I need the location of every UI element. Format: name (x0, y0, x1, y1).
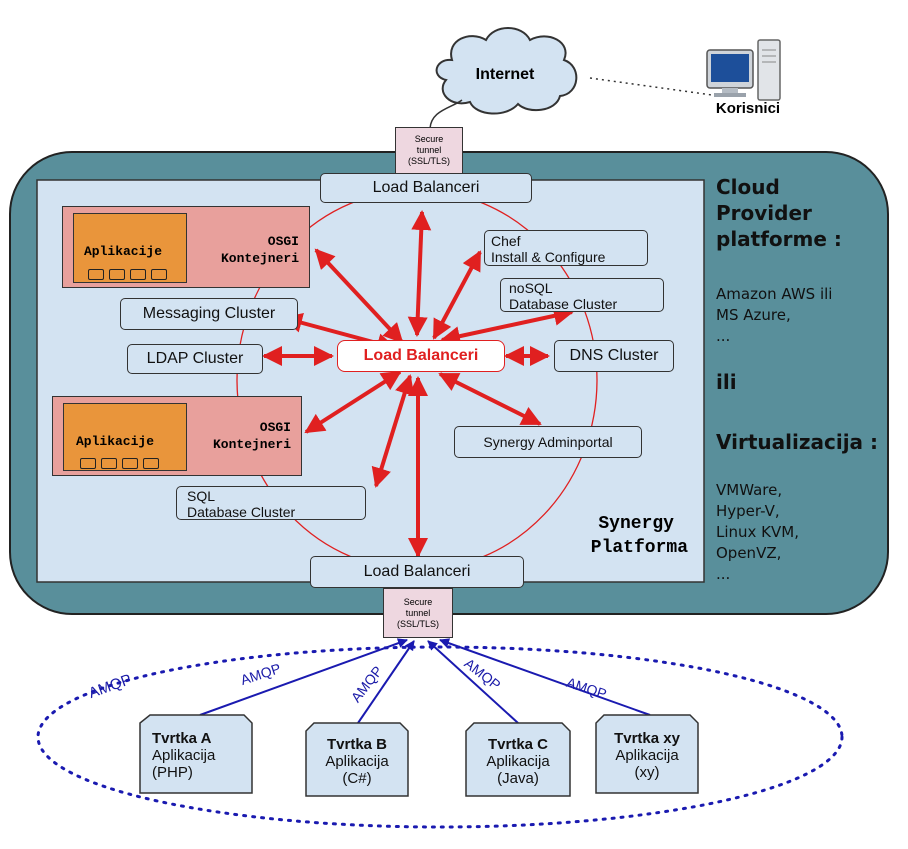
app-modules-icon-bottom (80, 458, 170, 470)
tenant-xy-line2: (xy) (634, 764, 660, 781)
cloud-item-3: ... (716, 327, 731, 345)
platform-line2: Platforma (590, 538, 688, 558)
tenant-a-line2: (PHP) (152, 764, 193, 781)
osgi-bottom-line1: OSGI (259, 420, 291, 435)
cloud-tunnel-link (429, 99, 463, 131)
osgi-top-line2: Kontejneri (220, 251, 299, 266)
app-box-top: Aplikacije (73, 213, 187, 283)
platform-line1: Synergy (598, 514, 674, 534)
virt-item-4: OpenVZ, (716, 544, 782, 562)
virt-item-1: VMWare, (716, 481, 783, 499)
osgi-container-top: Aplikacije OSGI Kontejneri (62, 206, 310, 288)
hub-arrows (262, 210, 574, 558)
osgi-container-bottom: Aplikacije OSGI Kontejneri (52, 396, 302, 476)
tenant-shapes (139, 714, 699, 797)
nosql-line2: Database Cluster (509, 296, 618, 312)
nosql-line1: noSQL (509, 280, 553, 296)
cloud-heading-line1: Cloud (716, 175, 780, 199)
cloud-heading-line2: Provider (716, 201, 812, 225)
internet-label: Internet (475, 66, 535, 83)
tenant-xy-name: Tvrtka xy (614, 730, 680, 747)
dns-cluster: DNS Cluster (554, 340, 674, 372)
computer-icon (706, 39, 781, 101)
chef-line1: Chef (491, 233, 521, 249)
tenant-a: Tvrtka A Aplikacija (PHP) (140, 730, 252, 781)
load-balancer-top: Load Balanceri (320, 173, 532, 203)
virtualization-heading: Virtualizacija : (716, 430, 879, 454)
chef-install-configure: Chef Install & Configure (484, 230, 648, 266)
cloud-heading-line3: platforme : (716, 227, 842, 251)
osgi-label-top: OSGI Kontejneri (221, 233, 299, 267)
tenant-c-line2: (Java) (497, 770, 539, 787)
secure-tunnel-top: Secure tunnel (SSL/TLS) (395, 127, 463, 174)
tenant-b-name: Tvrtka B (326, 736, 388, 753)
cloud-provider-list: Amazon AWS ili MS Azure, ... (716, 284, 832, 347)
sql-line1: SQL (187, 488, 216, 504)
tenant-b-line2: (C#) (342, 770, 372, 787)
sql-database-cluster: SQL Database Cluster (176, 486, 366, 520)
tenant-c-line1: Aplikacija (486, 753, 550, 770)
tenant-c-name: Tvrtka C (487, 736, 549, 753)
osgi-label-bottom: OSGI Kontejneri (213, 419, 291, 453)
app-label-bottom: Aplikacije (76, 434, 155, 449)
users-dotted-link (589, 77, 713, 96)
nosql-database-cluster: noSQL Database Cluster (500, 278, 664, 312)
ldap-cluster: LDAP Cluster (127, 344, 263, 374)
tenant-b-line1: Aplikacija (325, 753, 389, 770)
messaging-cluster: Messaging Cluster (120, 298, 298, 330)
tunnel-top-line1: Secure (414, 134, 444, 144)
internet-cloud-icon (435, 27, 578, 115)
load-balancer-bottom: Load Balanceri (310, 556, 524, 588)
users-label: Korisnici (715, 100, 781, 117)
tunnel-top-line3: (SSL/TLS) (407, 156, 450, 166)
secure-tunnel-bottom: Secure tunnel (SSL/TLS) (383, 588, 453, 638)
virt-item-5: ... (716, 565, 731, 583)
ili-label: ili (716, 370, 737, 394)
cloud-item-1: Amazon AWS ili (716, 285, 833, 303)
virt-item-3: Linux KVM, (716, 523, 799, 541)
tunnel-top-line2: tunnel (416, 145, 442, 155)
app-box-bottom: Aplikacije (63, 403, 187, 471)
amqp-links (199, 638, 651, 724)
app-modules-icon (88, 269, 178, 281)
virt-item-2: Hyper-V, (716, 502, 780, 520)
load-balancer-hub: Load Balanceri (337, 340, 505, 372)
osgi-top-line1: OSGI (267, 234, 299, 249)
tunnel-bottom-line1: Secure (403, 596, 433, 607)
app-label-top: Aplikacije (84, 244, 163, 259)
synergy-platform-label: Synergy Platforma (546, 512, 688, 560)
tenant-a-name: Tvrtka A (152, 730, 212, 747)
tunnel-bottom-line3: (SSL/TLS) (396, 618, 439, 629)
tunnel-bottom-line2: tunnel (405, 607, 431, 618)
tenant-xy: Tvrtka xy Aplikacija (xy) (596, 730, 698, 781)
synergy-adminportal: Synergy Adminportal (454, 426, 642, 458)
tenant-xy-line1: Aplikacija (615, 747, 679, 764)
tenant-c: Tvrtka C Aplikacija (Java) (466, 736, 570, 787)
tenant-b: Tvrtka B Aplikacija (C#) (306, 736, 408, 787)
cloud-item-2: MS Azure, (716, 306, 791, 324)
osgi-bottom-line2: Kontejneri (212, 437, 291, 452)
chef-line2: Install & Configure (491, 249, 606, 265)
sql-line2: Database Cluster (187, 504, 296, 520)
virtualization-list: VMWare, Hyper-V, Linux KVM, OpenVZ, ... (716, 480, 799, 585)
cloud-provider-heading: Cloud Provider platforme : (716, 174, 842, 252)
tenant-a-line1: Aplikacija (152, 747, 216, 764)
